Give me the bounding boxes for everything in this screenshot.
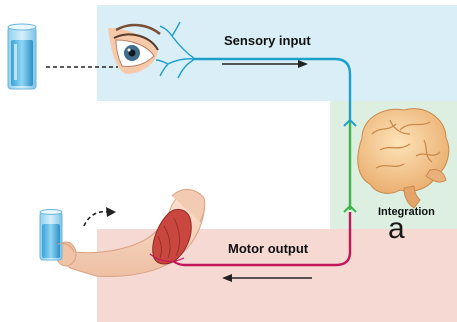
- sensory-input-label: Sensory input: [224, 33, 311, 48]
- motion-arrow: [84, 207, 116, 226]
- panel-letter: a: [388, 212, 405, 246]
- integration-label: Integration: [378, 206, 435, 218]
- water-glass-icon: [8, 24, 36, 89]
- motor-output-label: Motor output: [228, 241, 308, 256]
